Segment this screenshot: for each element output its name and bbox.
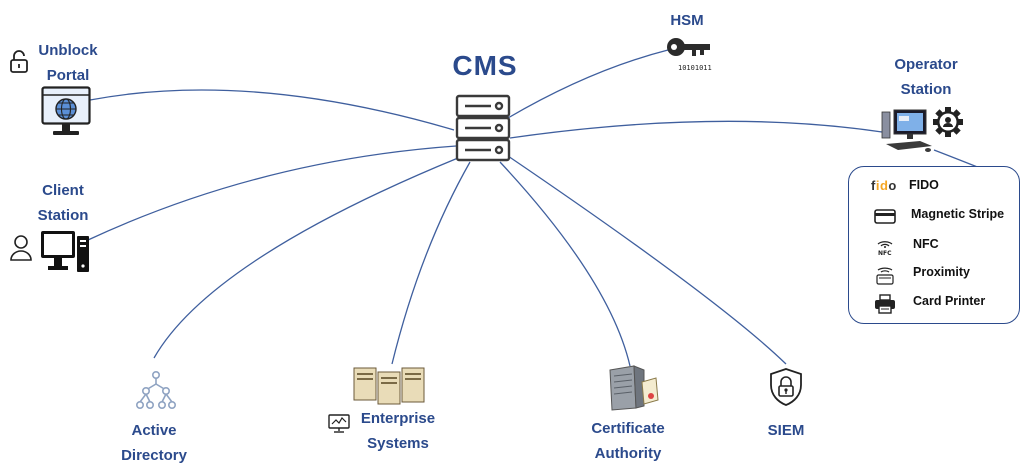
certificate-server-icon[interactable] [604,364,660,412]
nfc-icon: NFC [877,241,893,257]
credential-item-label: Proximity [913,265,970,279]
hsm-key-caption: 10101011 [678,64,712,72]
credential-item-nfc[interactable]: NFC NFC [849,235,1021,257]
credential-item-label: NFC [913,237,939,251]
svg-text:NFC: NFC [878,250,892,257]
monitor-chart-icon [328,414,350,433]
directory-tree-icon[interactable] [136,370,176,410]
credential-item-magnetic-stripe[interactable]: Magnetic Stripe [849,205,1021,227]
link-hsm [507,49,669,119]
credential-item-fido[interactable]: fido FIDO [849,176,1021,198]
link-client-station [87,145,457,241]
active-directory-label: Active Directory [121,422,187,464]
cms-title: CMS [452,50,518,81]
printer-icon [875,294,895,314]
hsm-key-icon[interactable]: 10101011 [666,36,712,74]
unblock-portal-label: Unblock Portal [38,42,98,84]
server-icon[interactable] [455,94,511,164]
server-rack-icon[interactable] [352,364,432,408]
web-portal-icon[interactable] [41,86,91,138]
client-station-label: Client Station [37,182,89,224]
link-enterprise-systems [391,161,471,365]
credential-item-proximity[interactable]: Proximity [849,263,1021,285]
settings-gear-icon[interactable] [932,106,964,138]
link-operator-station [509,120,883,139]
credential-item-label: Card Printer [913,294,986,308]
credential-item-label: FIDO [909,178,939,192]
card-icon [874,209,896,224]
unlock-icon [10,50,28,73]
desktop-computer-icon[interactable] [40,230,90,274]
link-unblock-portal [89,89,455,131]
fido-logo-icon: fido [871,178,897,193]
hsm-label: HSM [670,12,704,29]
credential-types-panel: fido FIDO Magnetic Stripe NFC NFC Proxim… [848,166,1020,324]
link-siem [507,155,787,365]
link-certificate-authority [499,161,631,367]
credential-item-label: Magnetic Stripe [911,207,1005,221]
user-icon [10,235,32,261]
link-active-directory [153,157,459,359]
certificate-authority-label: Certificate Authority [591,420,665,462]
operator-station-label: Operator Station [894,56,958,98]
siem-label: SIEM [767,422,805,439]
enterprise-systems-label: Enterprise Systems [360,410,436,452]
credential-item-card-printer[interactable]: Card Printer [849,292,1021,314]
security-shield-icon[interactable] [767,367,805,407]
proximity-icon [876,267,894,285]
operator-workstation-icon[interactable] [880,108,936,154]
